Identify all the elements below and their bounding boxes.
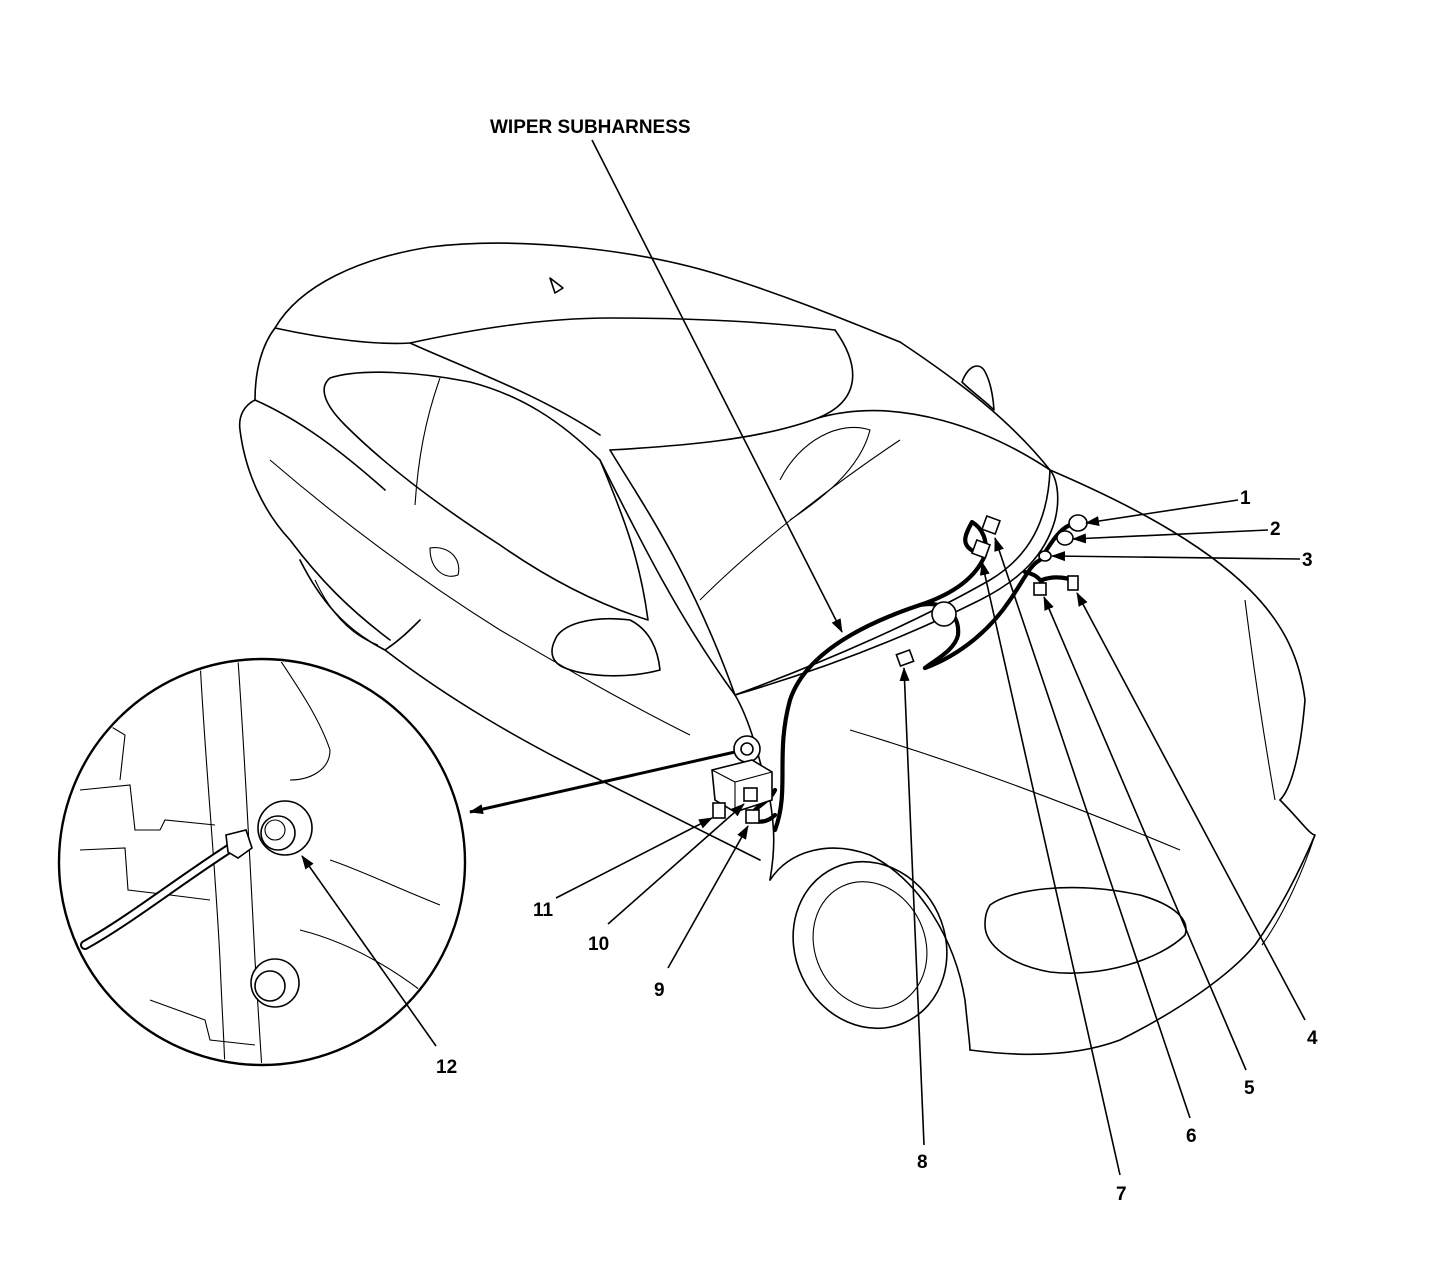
car-side-body (384, 649, 761, 861)
detail-ground-bolt (260, 815, 296, 851)
detail-panel-edge-1 (199, 661, 226, 1063)
connector-9 (745, 809, 760, 824)
detail-panel-lower (149, 999, 256, 1046)
connector-3 (1038, 550, 1052, 562)
grommet-connector (931, 601, 957, 627)
car-rear-wheel-arch (299, 559, 421, 651)
car-front-wheel-hub (812, 881, 928, 1009)
callout-6: 6 (1186, 1126, 1197, 1147)
labels: WIPER SUBHARNESS 1 2 3 4 5 6 7 8 9 10 11… (436, 117, 1318, 1205)
leader-5 (1043, 596, 1247, 1071)
car-windshield (609, 409, 1051, 696)
car-door-handle (429, 547, 460, 577)
harness-branch-right (922, 522, 1073, 671)
harness-main-run (772, 519, 988, 833)
car-hood-center (1244, 599, 1276, 801)
car-windshield-wiper-area (699, 439, 901, 601)
car-cowl (734, 469, 1059, 696)
leader-1 (1085, 499, 1239, 526)
leader-inset (469, 750, 736, 815)
leader-9 (667, 825, 749, 969)
leader-4 (1076, 592, 1306, 1021)
car-front-wheel (792, 860, 948, 1030)
car-rear-window (274, 317, 836, 345)
callout-4: 4 (1307, 1028, 1318, 1049)
callout-11: 11 (533, 900, 554, 921)
connectors (711, 514, 1088, 824)
car-hood-crease (849, 729, 1181, 851)
callout-1: 1 (1240, 488, 1251, 509)
car-roof-side-right (899, 341, 1051, 471)
leader-6 (994, 537, 1191, 1119)
callout-3: 3 (1302, 550, 1313, 571)
callout-2: 2 (1270, 519, 1281, 540)
harness-label: WIPER SUBHARNESS (490, 117, 691, 138)
car-side-window (323, 371, 649, 621)
callout-12: 12 (436, 1057, 457, 1078)
car-headlight (984, 886, 1187, 974)
car-roof-front-edge (609, 329, 854, 451)
callout-7: 7 (1116, 1184, 1127, 1205)
detail-ground-bolt-head (264, 819, 286, 841)
callout-10: 10 (588, 934, 609, 955)
car-front-bumper (969, 799, 1316, 1056)
leader-7 (979, 561, 1121, 1176)
callout-9: 9 (654, 980, 665, 1001)
leader-harness (591, 139, 843, 633)
detail-bracket-3 (99, 719, 126, 781)
connector-2 (1056, 530, 1074, 546)
ground-detail-inset (57, 657, 467, 1067)
car-rear-body (238, 327, 391, 641)
leader-lines (301, 139, 1306, 1176)
car-roof-outline (274, 242, 901, 343)
leader-3 (1051, 551, 1301, 562)
detail-panel-right (299, 929, 421, 991)
car-side-mirror-right (961, 365, 995, 411)
leader-11 (555, 817, 713, 899)
connector-4 (1067, 575, 1079, 591)
connector-7 (981, 515, 1001, 535)
leader-12 (301, 855, 437, 1047)
leader-10 (607, 803, 745, 925)
car-a-pillar (599, 459, 736, 696)
car-door-line (269, 459, 691, 736)
car-rear-wheel (314, 579, 379, 646)
car-roof-antenna (549, 277, 564, 294)
detail-bracket-2 (79, 847, 211, 901)
connector-5 (1033, 582, 1047, 596)
leader-8 (899, 667, 925, 1146)
detail-bracket-1 (79, 784, 216, 831)
connector-6 (971, 539, 991, 559)
detail-circle (57, 657, 467, 1067)
car-side-mirror (551, 617, 661, 677)
ground-bolt-body-inner (740, 742, 754, 756)
callout-5: 5 (1244, 1078, 1255, 1099)
car-hood-outline (1049, 469, 1306, 801)
connector-8 (895, 648, 915, 668)
detail-panel-edge-2 (237, 661, 263, 1063)
car-a-pillar-line (409, 342, 601, 436)
car-rear-bumper (254, 399, 386, 491)
connector-11 (712, 802, 726, 819)
callout-8: 8 (917, 1152, 928, 1173)
detail-panel-right-2 (329, 859, 441, 906)
detail-lower-bolt (254, 970, 286, 1002)
car-window-divider (414, 377, 441, 506)
connector-1 (1068, 514, 1088, 532)
car-front-wheel-arch (769, 847, 971, 1051)
leader-2 (1072, 529, 1269, 544)
car-windshield-reflection (779, 426, 871, 521)
car-front-lip (1261, 834, 1316, 946)
connector-10 (743, 787, 758, 802)
car-body (238, 242, 1316, 1056)
detail-panel-edge-3 (279, 661, 331, 781)
detail-ground-wire-fill (82, 842, 238, 948)
detail-ground-terminal (225, 829, 253, 859)
